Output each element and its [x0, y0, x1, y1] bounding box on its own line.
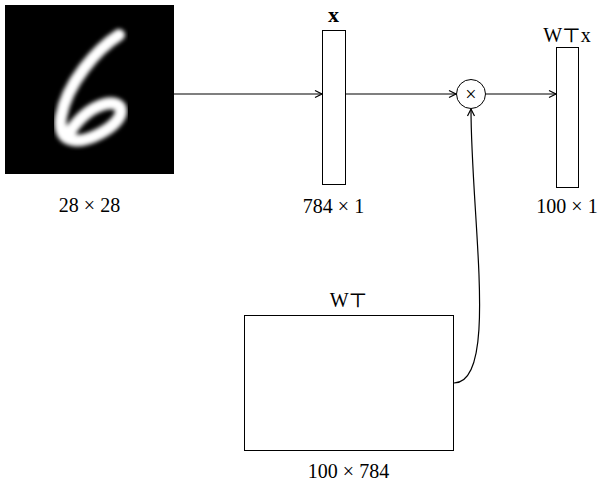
- digit-image: [5, 5, 174, 174]
- arrow-connector: [174, 93, 322, 94]
- vector-box: W⊤x100 × 1: [556, 47, 579, 188]
- input-image: 28 × 28: [5, 5, 174, 174]
- dimension-label: 28 × 28: [59, 195, 120, 215]
- arrow-connector: [454, 109, 480, 383]
- arrow-connector: [486, 93, 556, 94]
- dimension-label: 784 × 1: [303, 196, 364, 216]
- vector-name: W⊤: [330, 290, 368, 310]
- vector-box: W⊤100 × 784: [244, 315, 454, 451]
- dimension-label: 100 × 784: [308, 461, 389, 481]
- dimension-label: 100 × 1: [536, 196, 597, 216]
- vector-box: x784 × 1: [322, 30, 346, 185]
- vector-name: x: [328, 4, 339, 26]
- multiply-node: ×: [456, 79, 486, 109]
- arrow-connector: [346, 93, 456, 94]
- vector-name: W⊤x: [543, 25, 591, 45]
- operator-symbol: ×: [465, 84, 476, 104]
